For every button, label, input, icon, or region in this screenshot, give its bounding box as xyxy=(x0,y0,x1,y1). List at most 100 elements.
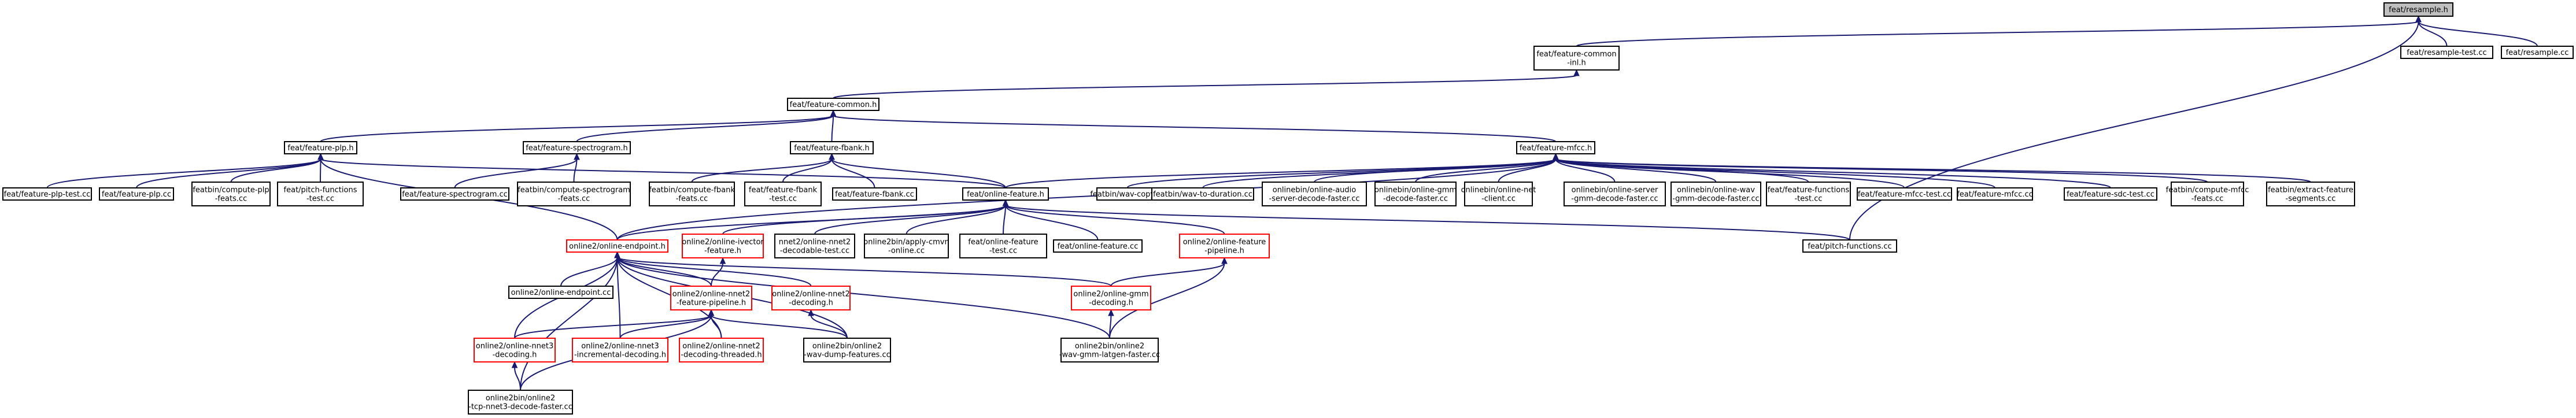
node-servergmm[interactable]: onlinebin/online-server-gmm-decode-faste… xyxy=(1564,182,1666,206)
node-label: -feats.cc xyxy=(676,195,708,204)
node-label: feat/feature-fbank.cc xyxy=(835,190,914,199)
node-speccc[interactable]: feat/feature-spectrogram.cc xyxy=(400,187,509,201)
node-pitchcc[interactable]: feat/pitch-functions.cc xyxy=(1802,239,1897,253)
node-featplp[interactable]: feat/feature-plp.h xyxy=(284,141,357,154)
node-label: online2/online-gmm xyxy=(1073,290,1148,299)
node-resample[interactable]: feat/resample.h xyxy=(2383,2,2453,17)
node-tcpnnet3[interactable]: online2bin/online2-tcp-nnet3-decode-fast… xyxy=(468,390,573,415)
node-label: featbin/extract-feature xyxy=(2268,186,2353,195)
node-label: feat/resample-test.cc xyxy=(2407,49,2486,57)
node-computespec[interactable]: featbin/compute-spectrogram-feats.cc xyxy=(517,182,631,206)
edge-endpoint-to-featmfcc xyxy=(616,153,1559,241)
node-featmfcc[interactable]: feat/feature-mfcc.h xyxy=(1516,141,1595,154)
node-label: -decoding-threaded.h xyxy=(681,351,762,360)
edge-featcommonin-to-resample xyxy=(1576,15,2422,47)
edge-computespec-to-featspec xyxy=(573,153,580,183)
node-label: online2bin/online2 xyxy=(1075,342,1144,351)
node-wavtodur[interactable]: featbin/wav-to-duration.cc xyxy=(1151,187,1254,201)
node-label: feat/feature-common.h xyxy=(790,101,877,109)
node-label: nnet2/online-nnet2 xyxy=(779,238,851,247)
node-fbanktest[interactable]: feat/feature-fbank-test.cc xyxy=(744,182,822,206)
node-nnet3incr[interactable]: online2/online-nnet3-incremental-decodin… xyxy=(572,338,668,362)
edge-wavdump-to-nnet2decoding xyxy=(808,309,848,339)
node-featcommonin[interactable]: feat/feature-common-inl.h xyxy=(1533,46,1620,71)
node-fbankcc[interactable]: feat/feature-fbank.cc xyxy=(832,187,917,201)
node-endpointcc[interactable]: online2/online-endpoint.cc xyxy=(508,286,613,299)
node-onlinefeatcc[interactable]: feat/online-feature.cc xyxy=(1053,239,1143,253)
node-label: feat/online-feature.cc xyxy=(1058,242,1139,251)
node-wavcopy[interactable]: featbin/wav-copy.cc xyxy=(1090,187,1165,201)
node-label: online2/online-nnet3 xyxy=(476,342,554,351)
node-label: feat/feature-common xyxy=(1536,50,1616,59)
node-sdctest[interactable]: feat/feature-sdc-test.cc xyxy=(2064,187,2157,201)
node-gmmdecfaster[interactable]: onlinebin/online-gmm-decode-faster.cc xyxy=(1374,182,1457,206)
node-label: onlinebin/online-net xyxy=(1461,186,1536,195)
node-label: -online.cc xyxy=(888,247,925,256)
node-onlinefeattest[interactable]: feat/online-feature-test.cc xyxy=(959,234,1047,258)
node-nnet2threaded[interactable]: online2/online-nnet2-decoding-threaded.h xyxy=(679,338,764,362)
node-featpipeline[interactable]: online2/online-feature-pipeline.h xyxy=(1179,234,1270,258)
node-resamplecc[interactable]: feat/resample.cc xyxy=(2501,46,2574,59)
node-audioserver[interactable]: onlinebin/online-audio-server-decode-fas… xyxy=(1262,182,1367,206)
node-label: featbin/compute-plp xyxy=(193,186,269,195)
node-onlinefeat[interactable]: feat/online-feature.h xyxy=(962,187,1049,201)
edge-wavgmmlat-to-gmmdecoding xyxy=(1108,309,1114,339)
node-label: feat/feature-plp.cc xyxy=(102,190,171,199)
node-label: onlinebin/online-audio xyxy=(1273,186,1357,195)
node-featfnstest[interactable]: feat/feature-functions-test.cc xyxy=(1766,182,1851,206)
node-label: -tcp-nnet3-decode-faster.cc xyxy=(468,403,572,412)
node-label: -decoding.h xyxy=(1089,299,1133,308)
node-pitchfnstest[interactable]: feat/pitch-functions-test.cc xyxy=(277,182,364,206)
node-wavgmm[interactable]: onlinebin/online-wav-gmm-decode-faster.c… xyxy=(1670,182,1761,206)
node-plptest[interactable]: feat/feature-plp-test.cc xyxy=(2,187,92,201)
node-label: online2bin/online2 xyxy=(486,394,555,403)
node-label: feat/feature-mfcc.h xyxy=(1520,144,1592,153)
node-label: featbin/compute-spectrogram xyxy=(518,186,630,195)
node-ivector[interactable]: online2/online-ivector-feature.h xyxy=(682,234,764,258)
node-label: feat/feature-fbank.h xyxy=(794,144,870,153)
node-label: -incremental-decoding.h xyxy=(574,351,666,360)
edge-servergmm-to-featmfcc xyxy=(1553,153,1616,183)
edge-fbanktest-to-featfbank xyxy=(782,153,835,183)
node-computeplp[interactable]: featbin/compute-plp-feats.cc xyxy=(191,182,271,206)
node-nnet2dectest[interactable]: nnet2/online-nnet2-decodable-test.cc xyxy=(774,234,855,258)
edge-nnet3decoding-to-nnet2pipeline xyxy=(514,309,715,339)
node-computemfcc[interactable]: featbin/compute-mfcc-feats.cc xyxy=(2166,182,2249,206)
node-label: feat/pitch-functions.cc xyxy=(1808,242,1891,251)
node-featspec[interactable]: feat/feature-spectrogram.h xyxy=(523,141,631,154)
node-label: onlinebin/online-server xyxy=(1572,186,1658,195)
node-netclient[interactable]: onlinebin/online-net-client.cc xyxy=(1461,182,1536,206)
node-label: online2bin/online2 xyxy=(812,342,882,351)
node-label: -client.cc xyxy=(1481,195,1516,204)
edge-featmfcc-to-featcommon xyxy=(830,109,1557,142)
node-label: -gmm-decode-faster.cc xyxy=(1672,195,1759,204)
node-label: feat/feature-fbank xyxy=(749,186,818,195)
node-applycmvn[interactable]: online2bin/apply-cmvn-online.cc xyxy=(863,234,949,258)
node-label: -feats.cc xyxy=(215,195,247,204)
node-label: online2/online-ivector xyxy=(682,238,764,247)
node-label: online2/online-nnet2 xyxy=(772,290,850,299)
node-computefbank[interactable]: featbin/compute-fbank-feats.cc xyxy=(649,182,735,206)
node-mfcccc[interactable]: feat/feature-mfcc.cc xyxy=(1957,187,2033,201)
edge-wavgmmlat-to-featpipeline xyxy=(1109,257,1228,339)
node-featfbank[interactable]: feat/feature-fbank.h xyxy=(790,141,874,154)
node-plpcc[interactable]: feat/feature-plp.cc xyxy=(99,187,174,201)
node-featcommon[interactable]: feat/feature-common.h xyxy=(787,98,879,111)
node-endpoint[interactable]: online2/online-endpoint.h xyxy=(566,239,668,253)
node-wavgmmlat[interactable]: online2bin/online2-wav-gmm-latgen-faster… xyxy=(1059,338,1160,362)
node-extractseg[interactable]: featbin/extract-feature-segments.cc xyxy=(2266,182,2355,206)
node-mfcctest[interactable]: feat/feature-mfcc-test.cc xyxy=(1857,187,1952,201)
node-label: -pipeline.h xyxy=(1204,247,1244,256)
node-label: -decodable-test.cc xyxy=(780,247,849,256)
edge-resamplecc-to-resample xyxy=(2415,15,2538,47)
node-resampletest[interactable]: feat/resample-test.cc xyxy=(2400,46,2493,59)
node-label: feat/online-feature.h xyxy=(967,190,1044,199)
node-wavdump[interactable]: online2bin/online2-wav-dump-features.cc xyxy=(803,338,891,362)
node-label: featbin/compute-mfcc xyxy=(2166,186,2249,195)
node-nnet2pipeline[interactable]: online2/online-nnet2-feature-pipeline.h xyxy=(670,286,752,310)
node-nnet3decoding[interactable]: online2/online-nnet3-decoding.h xyxy=(474,338,556,362)
node-gmmdecoding[interactable]: online2/online-gmm-decoding.h xyxy=(1071,286,1151,310)
node-nnet2decoding[interactable]: online2/online-nnet2-decoding.h xyxy=(771,286,851,310)
node-label: feat/resample.h xyxy=(2389,6,2448,14)
node-label: -test.cc xyxy=(769,195,797,204)
